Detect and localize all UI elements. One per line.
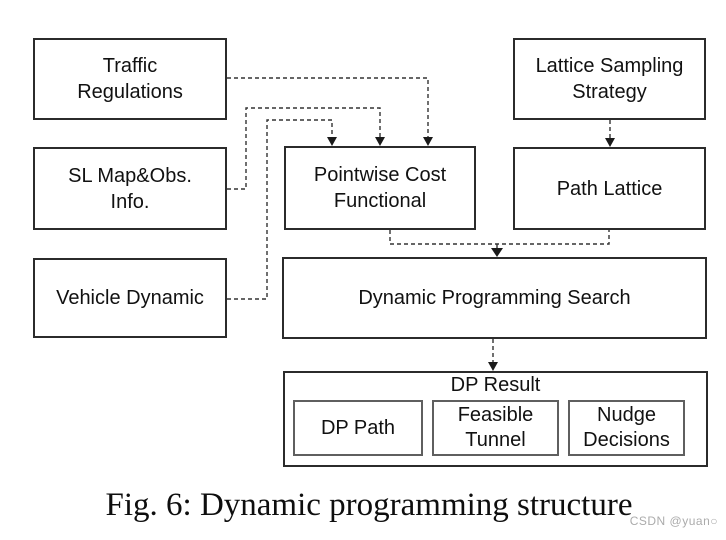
connector-traffic-to-pointwise (227, 77, 429, 137)
node-label: DP Path (320, 416, 396, 439)
node-label: Pointwise Cost Functional (313, 164, 447, 212)
figure-caption: Fig. 6: Dynamic programming structure (105, 487, 633, 523)
node-pointwise-cost-functional: Pointwise Cost Functional (284, 146, 476, 230)
node-label: Dynamic Programming Search (358, 287, 631, 309)
node-dp-path: DP Path (293, 400, 423, 456)
arrowhead-traffic-to-pointwise (423, 137, 433, 146)
arrowhead-vehicle-to-pointwise (327, 137, 337, 146)
node-feasible-tunnel: Feasible Tunnel (432, 400, 559, 456)
node-dynamic-programming-search: Dynamic Programming Search (282, 257, 707, 339)
node-label: Nudge Decisions (583, 404, 670, 451)
node-path-lattice: Path Lattice (513, 147, 706, 230)
node-nudge-decisions: Nudge Decisions (568, 400, 685, 456)
arrowhead-dpsearch-to-dpresult (488, 362, 498, 371)
watermark-text: CSDN @yuan○ (629, 514, 718, 528)
node-label: Feasible Tunnel (457, 404, 534, 451)
arrowhead-lattice-to-pathlattice (605, 138, 615, 147)
node-lattice-sampling-strategy: Lattice Sampling Strategy (513, 38, 706, 120)
node-traffic-regulations: Traffic Regulations (33, 38, 227, 120)
node-label: SL Map&Obs. Info. (68, 164, 192, 213)
node-label: Traffic Regulations (77, 55, 183, 103)
node-label: Vehicle Dynamic (56, 287, 204, 309)
arrowhead-merge-to-dpsearch (491, 248, 503, 257)
node-label: Lattice Sampling Strategy (535, 55, 684, 103)
node-sl-map-obs-info: SL Map&Obs. Info. (33, 147, 227, 230)
connector-costs-merge-bus (389, 230, 610, 245)
group-title: DP Result (450, 374, 541, 396)
node-label: Path Lattice (556, 177, 663, 200)
node-vehicle-dynamic: Vehicle Dynamic (33, 258, 227, 338)
arrowhead-slmap-to-pointwise (375, 137, 385, 146)
